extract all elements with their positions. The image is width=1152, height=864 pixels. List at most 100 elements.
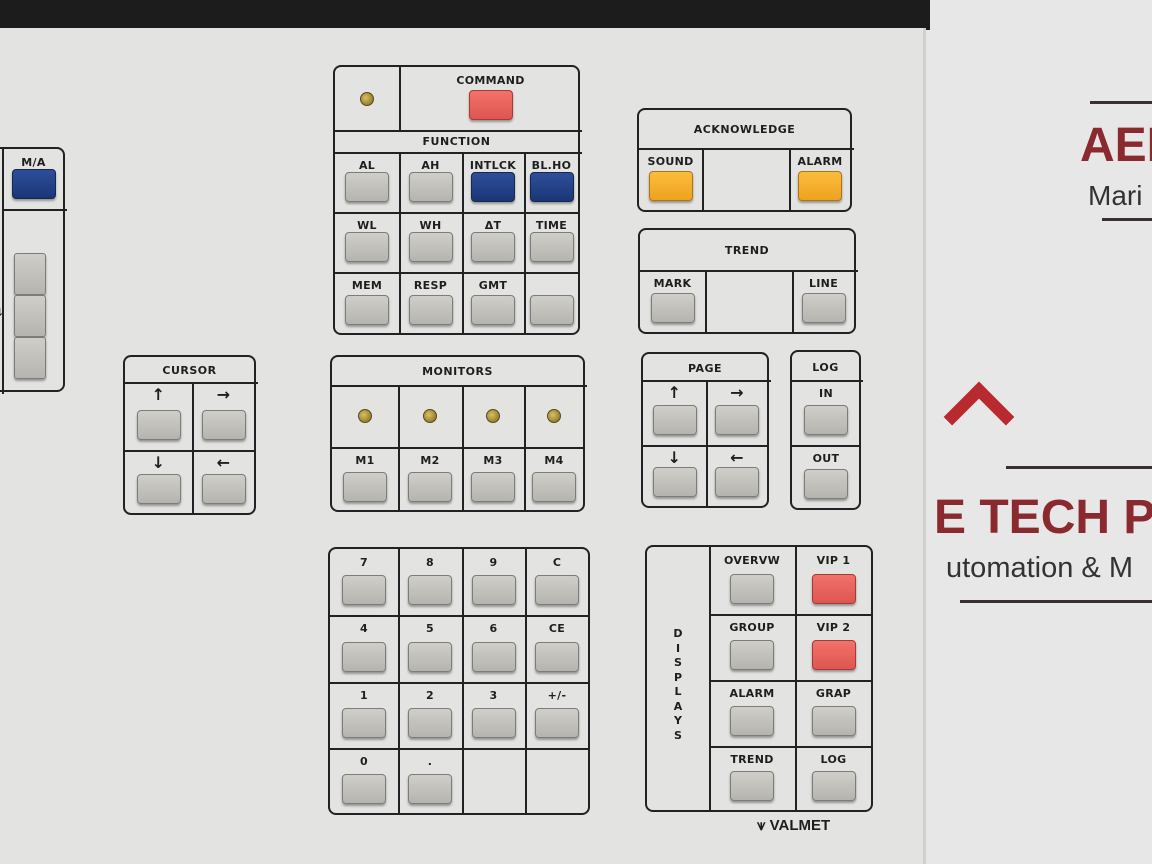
key-label: VIP 2 [816,621,851,634]
numpad-key-button[interactable] [342,642,386,672]
raise-lower-button[interactable] [14,337,46,379]
numpad-key-button[interactable] [535,642,579,672]
function-key-button[interactable] [408,172,453,202]
command-button[interactable] [468,90,513,120]
page-title: PAGE [687,362,723,375]
key-cell: M4 [524,447,584,512]
numpad-key-button[interactable] [471,642,516,672]
partial-panel-left: M/A↑↑↓↓ [0,147,67,394]
display-key-button[interactable] [730,771,774,801]
numpad-key-button[interactable] [408,575,452,605]
key-label: LINE [808,277,839,290]
cursor-key-button[interactable] [201,474,246,504]
key-label: M4 [544,454,564,467]
page-key-button[interactable] [652,405,697,435]
arrow-label: ↑ [0,264,10,277]
function-key-button[interactable] [471,232,515,262]
cursor-key-button[interactable] [136,474,181,504]
function-key-button[interactable] [529,295,574,325]
numpad-key-button[interactable] [535,708,579,738]
key-label: ΔT [484,219,502,232]
raise-lower-button[interactable] [14,253,46,295]
function-key-button[interactable] [529,172,574,202]
function-key-button[interactable] [345,232,389,262]
acknowledge-title: ACKNOWLEDGE [693,123,796,136]
mark-button[interactable] [650,293,695,323]
display-key-button[interactable] [730,706,774,736]
numpad-key-button[interactable] [342,575,386,605]
line-button[interactable] [801,293,846,323]
function-key-button[interactable] [471,295,515,325]
key-label: M1 [355,454,375,467]
ma-button[interactable] [11,169,56,199]
display-key-button[interactable] [811,771,856,801]
sound-acknowledge-button[interactable] [648,171,693,201]
display-key-button[interactable] [811,640,856,670]
indicator-led [423,409,437,423]
function-key-button[interactable] [408,232,453,262]
valmet-icon: ⩛ [757,817,770,834]
numpad-key-button[interactable] [471,708,516,738]
log-out-button[interactable] [804,469,848,499]
sign-rule [960,600,1152,603]
function-key-button[interactable] [345,172,389,202]
log-in-button[interactable] [804,405,848,435]
divider [462,549,464,814]
key-label: 0 [360,755,368,768]
function-key-button[interactable] [345,295,389,325]
key-label: OVERVW [724,554,780,567]
numpad-key-button[interactable] [535,575,579,605]
numpad-key-button[interactable] [408,708,452,738]
divider [639,148,854,150]
function-key-button[interactable] [408,295,453,325]
divider [709,614,872,616]
key-cell: ↑ [125,382,192,450]
numpad-key-button[interactable] [471,575,516,605]
display-key-button[interactable] [730,574,774,604]
cursor-key-button[interactable] [136,410,181,440]
display-key-button[interactable] [811,574,856,604]
divider [789,148,791,211]
divider [709,680,872,682]
key-label: MARK [653,277,692,290]
divider [398,549,400,814]
monitor-key-button[interactable] [532,472,576,502]
function-key-button[interactable] [529,232,574,262]
monitor-key-button[interactable] [408,472,452,502]
monitor-led-cell [332,385,398,447]
numpad-key-button[interactable] [342,708,386,738]
divider [792,380,863,382]
key-cell: 0 [330,748,398,814]
raise-lower-button[interactable] [14,295,46,337]
key-cell: ↓ [643,445,706,507]
display-key-button[interactable] [730,640,774,670]
key-label: ALARM [729,687,775,700]
sign-rule [1006,466,1152,469]
divider [462,385,464,512]
sign-rule [1102,218,1152,221]
key-cell: 3 [462,682,525,748]
page-key-button[interactable] [715,405,759,435]
numpad-key-button[interactable] [408,642,452,672]
function-key-button[interactable] [471,172,515,202]
numpad-key-button[interactable] [408,774,452,804]
numpad-key-button[interactable] [342,774,386,804]
key-label: 6 [489,622,498,635]
cursor-title: CURSOR [162,364,217,377]
monitor-key-button[interactable] [471,472,515,502]
display-key-button[interactable] [811,706,856,736]
key-cell: LOG [795,746,872,811]
key-label: M3 [483,454,503,467]
key-label: IN [819,387,833,400]
divider [640,270,858,272]
cursor-key-button[interactable] [201,410,246,440]
monitor-key-button[interactable] [343,472,387,502]
console-top-edge [0,0,930,30]
page-key-button[interactable] [652,467,697,497]
key-label: OUT [812,452,840,465]
alarm-acknowledge-button[interactable] [798,171,842,201]
page-key-button[interactable] [715,467,759,497]
key-cell: 7 [330,549,398,615]
